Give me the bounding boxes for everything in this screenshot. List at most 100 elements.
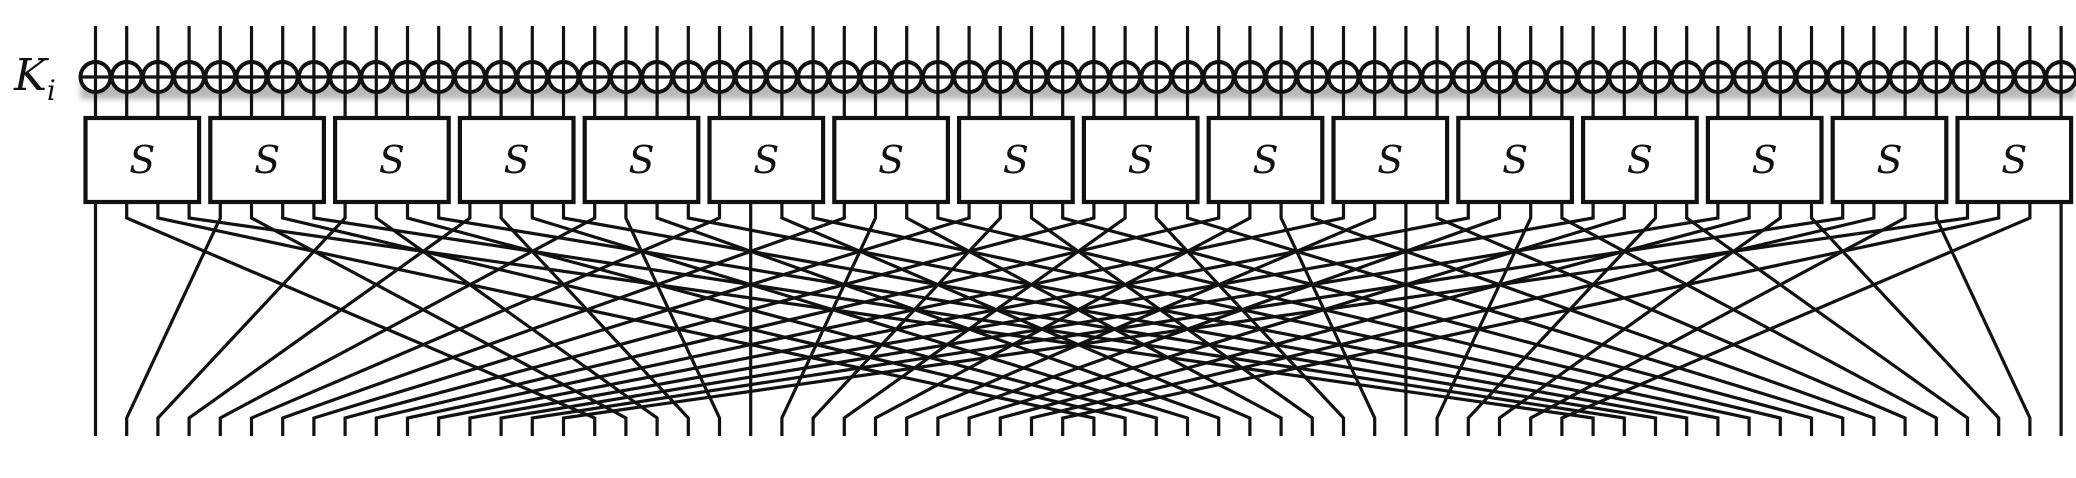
xor-symbol (421, 60, 456, 94)
sbox-label: S (1252, 138, 1278, 182)
sbox-frame (1206, 115, 1325, 205)
permutation-wire (561, 202, 1970, 436)
xor-symbol (1732, 60, 1767, 94)
permutation-wire (1061, 202, 2001, 436)
xor-symbol (2012, 60, 2047, 94)
permutation-wire (187, 202, 472, 436)
xor-symbol (1544, 60, 1579, 94)
xor-symbol (702, 60, 737, 94)
sbox-frame (1331, 115, 1450, 205)
permutation-wire (1279, 202, 1377, 436)
xor-symbol (1794, 60, 1829, 94)
xor-symbol (1513, 60, 1548, 94)
xor-symbol (1638, 60, 1673, 94)
xor-symbol (796, 60, 831, 94)
permutation-wire (468, 202, 1595, 436)
xor-symbol (203, 60, 238, 94)
permutation-wire (1560, 202, 1938, 436)
permutation-wire (499, 202, 690, 436)
sbox-frame (333, 115, 451, 205)
sbox-frame (956, 115, 1075, 205)
sbox-label: S (504, 138, 530, 182)
xor-symbol (827, 60, 862, 94)
permutation-wire (281, 202, 846, 436)
sbox-frame (1705, 115, 1824, 205)
xor-symbol (1763, 60, 1798, 94)
permutation-wire (998, 202, 1751, 436)
permutation-wire (156, 202, 1096, 436)
sbox-label: S (254, 138, 280, 182)
xor-symbol (1264, 60, 1299, 94)
sbox-frame (1081, 115, 1200, 205)
permutation-wire (624, 202, 722, 436)
sbox-frame (582, 115, 701, 205)
sbox-label: S (1003, 138, 1029, 182)
round-key-symbol: K (13, 50, 49, 101)
sbox-frame (1830, 115, 1949, 205)
sbox-frame (1955, 115, 2074, 205)
xor-symbol (1451, 60, 1486, 94)
permutation-wire (905, 202, 1283, 436)
xor-symbol (1856, 60, 1891, 94)
sbox: S (1580, 115, 1699, 205)
permutation-layer (93, 202, 2063, 436)
xor-symbol (359, 60, 394, 94)
xor-symbol (858, 60, 893, 94)
permutation-wire (1185, 202, 1845, 436)
permutation-wire (156, 202, 347, 436)
permutation-wire (1809, 202, 2001, 436)
permutation-wire (1934, 202, 2032, 436)
xor-symbol (1981, 60, 2016, 94)
xor-symbol (390, 60, 425, 94)
input-wires (93, 26, 2063, 62)
sbox-label: S (753, 138, 779, 182)
permutation-wire (1466, 202, 1658, 436)
permutation-wire (967, 202, 1626, 436)
sbox-label: S (1627, 138, 1653, 182)
xor-symbol (1607, 60, 1642, 94)
permutation-wire (561, 202, 1689, 436)
sbox-label: S (129, 138, 155, 182)
sbox: S (1206, 115, 1325, 205)
sbox: S (707, 115, 826, 205)
sbox-label: S (1128, 138, 1154, 182)
permutation-wire (936, 202, 1502, 436)
xor-symbol (1888, 60, 1923, 94)
sbox: S (208, 115, 327, 205)
permutation-wire (405, 202, 1346, 436)
xor-symbol (1700, 60, 1735, 94)
permutation-wire (1560, 202, 2032, 436)
sbox-label: S (1876, 138, 1902, 182)
sbox: S (457, 115, 576, 205)
xor-symbol (234, 60, 269, 94)
xor-symbol (109, 60, 144, 94)
permutation-wire (1061, 202, 1814, 436)
xor-symbol (1076, 60, 1111, 94)
permutation-wire (1435, 202, 1907, 436)
xor-symbol (140, 60, 175, 94)
permutation-wire (1310, 202, 1876, 436)
permutation-wire (1029, 202, 1314, 436)
xor-symbol (172, 60, 207, 94)
xor-symbol (1295, 60, 1330, 94)
permutation-wire (1029, 202, 1876, 436)
sbox-frame (83, 115, 202, 205)
xor-symbol (889, 60, 924, 94)
permutation-wire (811, 202, 1751, 436)
sbox-label: S (379, 138, 405, 182)
xor-symbol (546, 60, 581, 94)
sbox-label: S (1502, 138, 1528, 182)
permutation-wire (437, 202, 1658, 436)
sbox: S (956, 115, 1075, 205)
xor-symbol (1108, 60, 1143, 94)
xor-symbol (1139, 60, 1174, 94)
permutation-wire (249, 202, 628, 436)
permutation-wire (1154, 202, 1346, 436)
xor-symbol (484, 60, 519, 94)
sbox: S (333, 115, 451, 205)
permutation-wire (312, 202, 971, 436)
xor-symbol (1201, 60, 1236, 94)
permutation-wire (405, 202, 1158, 436)
